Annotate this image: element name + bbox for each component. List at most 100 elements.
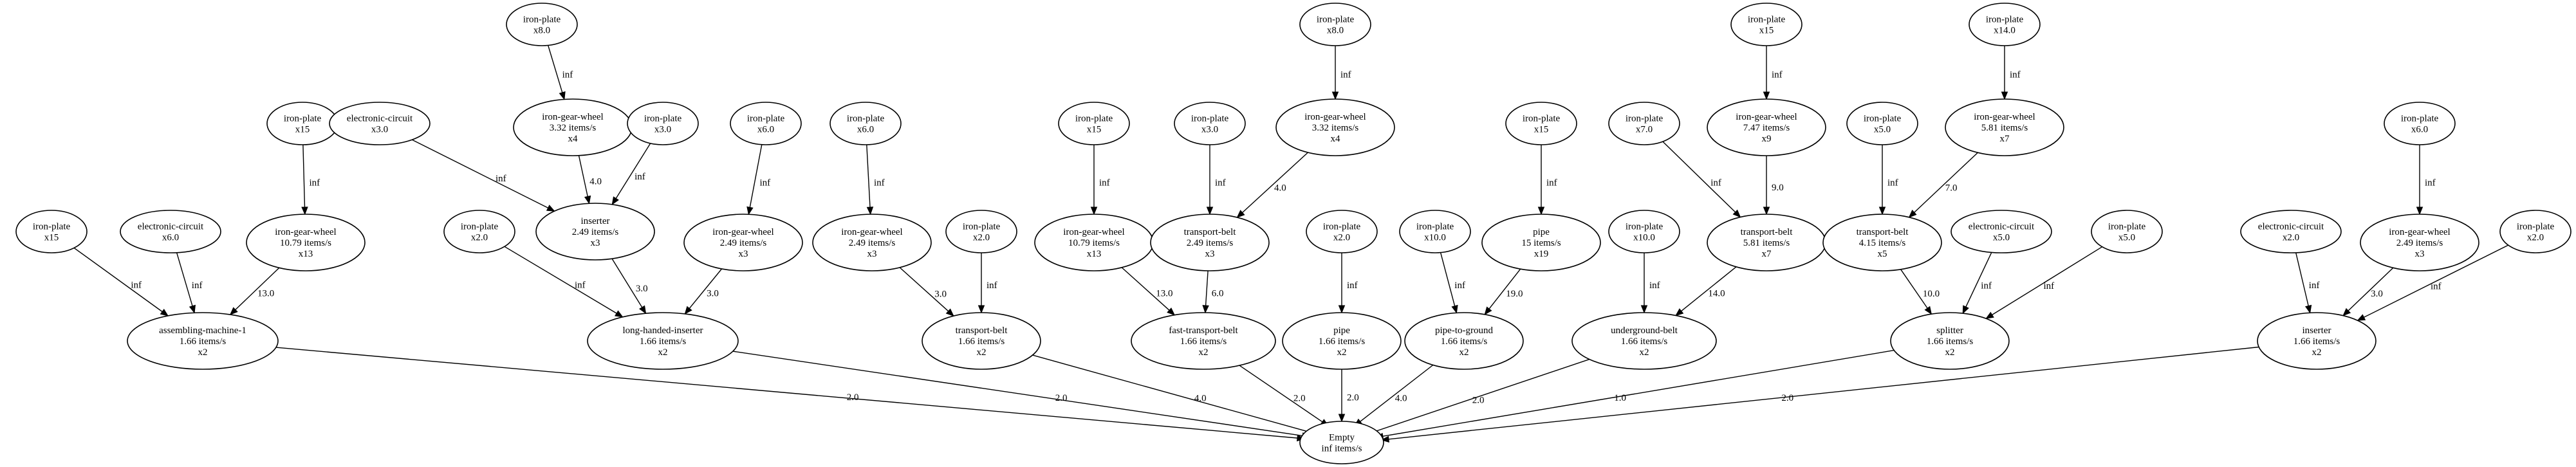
edge-n_ip_p-to-n_tb_c: inf [1662, 141, 1741, 218]
node-rate: 1.66 items/s [1319, 336, 1366, 347]
edge-label: inf [2431, 282, 2442, 292]
arrowhead [1338, 305, 1346, 314]
arrowhead [1090, 206, 1098, 215]
arrowhead [229, 307, 238, 316]
edge-label: inf [1347, 280, 1358, 291]
edge-n_pipe_a-to-n_empty: 2.0 [1338, 369, 1359, 423]
node-shape [2091, 210, 2163, 253]
edge-label: inf [575, 280, 586, 291]
node-count: x7 [2000, 134, 2010, 144]
edge-line [749, 144, 763, 208]
edge-label: inf [987, 280, 997, 291]
node-name: transport-belt [1184, 227, 1237, 237]
node-shape [1945, 98, 2064, 156]
node-shape [1707, 98, 1826, 156]
node-count: x5.0 [1993, 233, 2010, 243]
edge-n_tb_c-to-n_ub: 14.0 [1675, 266, 1737, 316]
edge-label: inf [1981, 281, 1992, 291]
node-rate: inf items/s [1322, 444, 1362, 454]
node-shape [120, 210, 221, 253]
node-count: x2.0 [2527, 233, 2544, 243]
node-count: x2.0 [973, 233, 990, 243]
edge-label: inf [192, 280, 203, 291]
edge-label: 2.0 [1347, 393, 1359, 403]
node-name: iron-gear-wheel [275, 227, 336, 237]
edge-line [1205, 270, 1209, 306]
node-shape [945, 210, 1017, 253]
node-count: x7 [1762, 249, 1772, 259]
node-count: x15 [295, 125, 310, 135]
nodes-layer: iron-platex15electronic-circuitx6.0iron-… [15, 3, 2571, 464]
arrowhead [1962, 305, 1969, 315]
edge-n_igw_f-to-n_tb_b: 4.0 [1236, 152, 1308, 218]
edge-n_igw_i-to-n_ins_b: 3.0 [2342, 267, 2394, 316]
node-name: pipe [1333, 325, 1350, 336]
edge-n_ip_b-to-n_igw_a: inf [301, 144, 320, 215]
node-count: x7.0 [1636, 125, 1653, 135]
node-name: iron-gear-wheel [841, 227, 902, 237]
node-name: iron-plate [2517, 222, 2555, 232]
node-count: x6.0 [757, 125, 774, 135]
edge-n_ip_s-to-n_igw_h: inf [2001, 46, 2021, 100]
edge-line [1388, 346, 2259, 440]
node-rate: 2.49 items/s [1187, 238, 1234, 248]
edge-label: inf [1454, 280, 1465, 291]
node-name: Empty [1329, 433, 1355, 443]
edge-line [1239, 365, 1323, 423]
node-rate: 1.66 items/s [640, 336, 687, 347]
node-count: x2.0 [1333, 233, 1350, 243]
edge-n_am-to-n_empty: 2.0 [275, 347, 1306, 442]
node-shape [443, 210, 515, 253]
edge-label: 3.0 [636, 284, 648, 294]
node-name: iron-gear-wheel [1063, 227, 1124, 237]
edge-line [1373, 358, 1590, 433]
edge-n_ec_b-to-n_ins_a: inf [411, 139, 555, 212]
node-shape [2257, 312, 2377, 370]
edge-label: inf [2044, 281, 2055, 291]
node-count: x2 [198, 347, 208, 358]
node-name: iron-plate [461, 222, 499, 232]
edge-n_igw_c-to-n_lhi: 3.0 [684, 268, 723, 315]
node-count: x4 [568, 134, 579, 144]
edge-label: 3.0 [707, 289, 719, 299]
node-shape [1608, 102, 1680, 145]
node-shape [1306, 210, 1378, 253]
arrowhead [1640, 305, 1648, 314]
edge-n_ip_a-to-n_am: inf [73, 247, 169, 316]
node-name: iron-plate [2401, 114, 2439, 124]
node-rate: 2.49 items/s [849, 238, 896, 248]
node-shape [1571, 312, 1717, 370]
edge-label: inf [1099, 178, 1110, 188]
edge-label: 14.0 [1708, 288, 1725, 298]
node-shape [535, 203, 655, 261]
edge-n_ip_v-to-n_ins_b: inf [2357, 244, 2509, 321]
node-rate: 1.66 items/s [1927, 336, 1974, 347]
edge-line [611, 258, 643, 308]
node-count: x3 [2415, 249, 2425, 259]
node-rate: 1.66 items/s [958, 336, 1005, 347]
edge-line [411, 139, 549, 208]
arrowhead [1537, 206, 1545, 215]
edge-line [2295, 252, 2309, 306]
arrowhead [584, 195, 591, 205]
edge-line [866, 144, 871, 208]
node-count: x5.0 [2118, 233, 2135, 243]
node-shape [627, 102, 699, 145]
node-name: iron-plate [847, 114, 885, 124]
node-name: transport-belt [956, 325, 1008, 336]
node-count: x15 [1759, 26, 1774, 36]
node-shape [683, 214, 803, 271]
node-shape [1282, 312, 1402, 370]
node-count: x15 [1534, 125, 1549, 135]
